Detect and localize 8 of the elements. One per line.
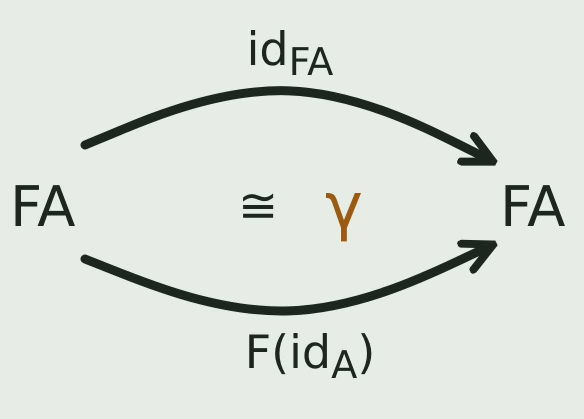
arrow [80, 86, 498, 166]
congruence-symbol: ≅ [238, 178, 278, 234]
node-label: FA [10, 172, 76, 244]
transformation-label: γ [325, 170, 363, 244]
edge-label: F(id$_{A}$) [244, 325, 376, 388]
arrow [80, 240, 498, 316]
node-label: FA [500, 172, 566, 244]
edge-label: id$_{FA}$ [246, 22, 334, 86]
